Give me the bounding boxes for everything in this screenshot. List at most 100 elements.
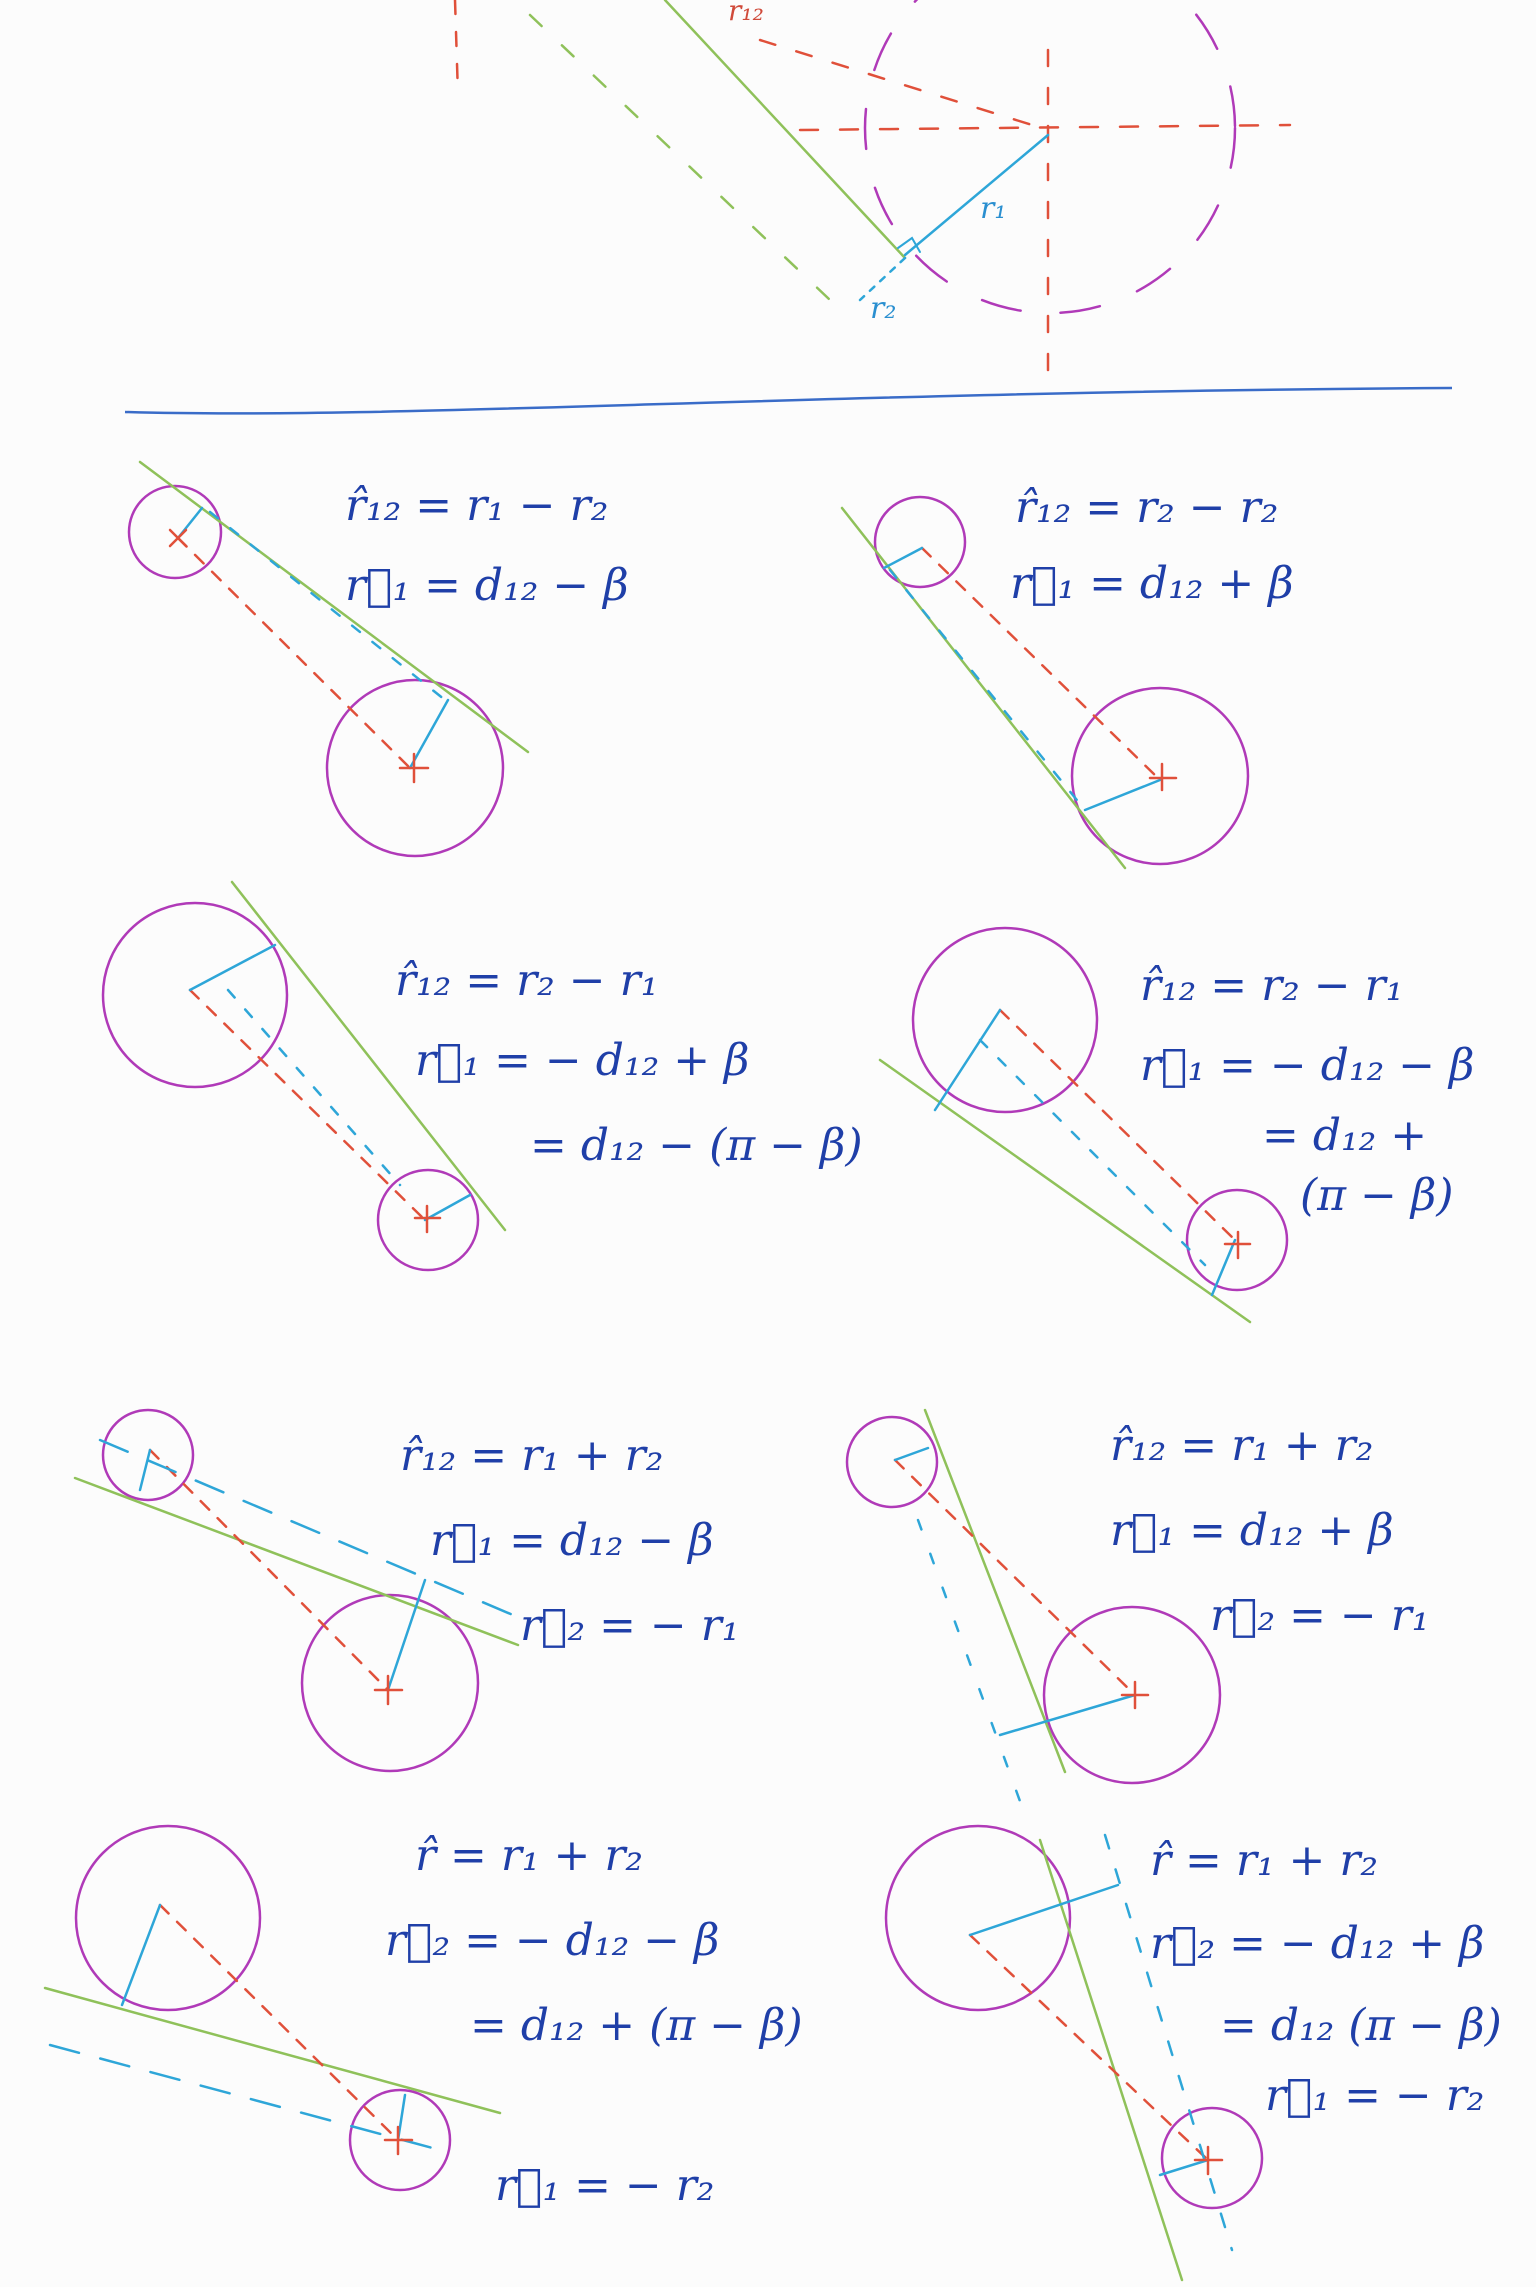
eq-line: r⃗₂ = − d₁₂ + β bbox=[1150, 1918, 1485, 1969]
radius-line bbox=[1083, 778, 1162, 812]
center-line bbox=[968, 1933, 1210, 2162]
eq-line: = d₁₂ + (π − β) bbox=[470, 2000, 803, 2051]
tangent-line bbox=[230, 880, 507, 1232]
eq-line: = d₁₂ − (π − β) bbox=[530, 1120, 863, 1171]
center-line bbox=[920, 546, 1162, 782]
offset-line bbox=[888, 568, 1087, 812]
center-line bbox=[998, 1008, 1237, 1242]
radius-line bbox=[1210, 1238, 1237, 1297]
panel-1-diagram bbox=[127, 460, 530, 858]
tangent-line bbox=[1038, 1838, 1184, 2282]
panel-5-equations: r̂₁₂ = r₁ + r₂ r⃗₁ = d₁₂ − β r⃗₂ = − r₁ bbox=[400, 1430, 739, 1651]
tangent-line bbox=[43, 1986, 502, 2115]
eq-line: r⃗₂ = − r₁ bbox=[1210, 1590, 1429, 1641]
circle-small bbox=[376, 1168, 480, 1272]
eq-line: r̂ = r₁ + r₂ bbox=[1150, 1835, 1378, 1886]
center-line bbox=[158, 1903, 400, 2142]
center-mark bbox=[168, 528, 188, 548]
center-line bbox=[188, 988, 427, 1222]
panel-7-diagram bbox=[43, 1824, 502, 2192]
eq-line: r̂₁₂ = r₁ − r₂ bbox=[345, 480, 608, 531]
offset-line bbox=[226, 988, 402, 1187]
center-line bbox=[176, 536, 412, 770]
eq-line: r̂₁₂ = r₁ + r₂ bbox=[400, 1430, 663, 1481]
eq-line: r⃗₁ = − r₂ bbox=[1265, 2070, 1484, 2121]
tangent-line bbox=[923, 1408, 1067, 1774]
circle-large bbox=[884, 1824, 1072, 2012]
radius-line bbox=[893, 1446, 930, 1462]
dashed-circle bbox=[863, 0, 1237, 315]
center-line bbox=[893, 1458, 1137, 1697]
circle-large bbox=[74, 1824, 262, 2012]
radius-line bbox=[120, 1903, 162, 2007]
eq-line: r⃗₂ = − d₁₂ − β bbox=[385, 1915, 720, 1966]
panel-5-diagram bbox=[73, 1408, 522, 1773]
panel-7-equations: r̂ = r₁ + r₂ r⃗₂ = − d₁₂ − β = d₁₂ + (π … bbox=[385, 1830, 803, 2211]
right-angle-mark bbox=[897, 236, 921, 253]
radius-line bbox=[998, 1693, 1137, 1737]
panel-4-equations: r̂₁₂ = r₂ − r₁ r⃗₁ = − d₁₂ − β = d₁₂ + (… bbox=[1140, 960, 1475, 1221]
tangent-line bbox=[138, 460, 530, 754]
center-mark bbox=[398, 752, 430, 784]
eq-line: r̂₁₂ = r₁ + r₂ bbox=[1110, 1420, 1373, 1471]
tangent-line bbox=[840, 506, 1127, 870]
label-r2: r₂ bbox=[870, 291, 896, 326]
eq-line: r⃗₁ = d₁₂ − β bbox=[345, 560, 629, 611]
eq-line: r⃗₁ = − d₁₂ + β bbox=[415, 1035, 750, 1086]
eq-line: r⃗₁ = − r₂ bbox=[495, 2160, 714, 2211]
circle-small bbox=[1185, 1188, 1289, 1292]
radius-line bbox=[423, 1193, 472, 1222]
circle-large bbox=[1070, 686, 1250, 866]
tangent-line bbox=[73, 1476, 520, 1647]
center-line bbox=[148, 1448, 390, 1692]
tangent-line bbox=[663, 0, 907, 260]
tangent-line bbox=[878, 1058, 1252, 1324]
panel-6-equations: r̂₁₂ = r₁ + r₂ r⃗₁ = d₁₂ + β r⃗₂ = − r₁ bbox=[1110, 1420, 1429, 1641]
eq-line: r̂₁₂ = r₂ − r₂ bbox=[1015, 482, 1278, 533]
panel-8-diagram bbox=[884, 1824, 1264, 2282]
label-r1: r₁ bbox=[980, 191, 1006, 226]
radius-line bbox=[188, 943, 277, 992]
panel-8-equations: r̂ = r₁ + r₂ r⃗₂ = − d₁₂ + β = d₁₂ (π − … bbox=[1150, 1835, 1502, 2121]
panel-6-diagram bbox=[845, 1408, 1222, 1817]
offset-line bbox=[98, 1438, 522, 1620]
offset-line bbox=[48, 2043, 442, 2152]
center-mark bbox=[1148, 762, 1178, 792]
center-mark bbox=[413, 1204, 442, 1234]
radius-line bbox=[882, 546, 924, 570]
eq-line: r⃗₂ = − r₁ bbox=[520, 1600, 739, 1651]
center-mark bbox=[1223, 1230, 1252, 1260]
top-diagram bbox=[453, 0, 1292, 382]
eq-line: = d₁₂ + bbox=[1262, 1110, 1427, 1161]
eq-line: r̂ = r₁ + r₂ bbox=[415, 1830, 643, 1881]
center-mark bbox=[383, 2125, 414, 2156]
radius-line bbox=[903, 133, 1050, 257]
tangent-line-dashed bbox=[528, 13, 832, 302]
center-mark bbox=[1193, 2145, 1224, 2176]
eq-line: r⃗₁ = d₁₂ + β bbox=[1010, 558, 1294, 609]
radius-line-dashed bbox=[858, 256, 907, 302]
offset-line bbox=[916, 1518, 1027, 1817]
radius-line bbox=[138, 1448, 152, 1492]
offset-line bbox=[1103, 1833, 1234, 2252]
center-mark bbox=[373, 1674, 404, 1706]
circle-small bbox=[127, 484, 223, 580]
guide-line bbox=[798, 123, 1292, 132]
radius-line bbox=[408, 698, 450, 770]
circle-small bbox=[1160, 2106, 1264, 2210]
panel-2-equations: r̂₁₂ = r₂ − r₂ r⃗₁ = d₁₂ + β bbox=[1010, 482, 1294, 609]
eq-line: (π − β) bbox=[1300, 1170, 1454, 1221]
radius-line bbox=[968, 1883, 1120, 1937]
eq-line: r⃗₁ = d₁₂ − β bbox=[430, 1515, 714, 1566]
panel-4-diagram bbox=[878, 926, 1289, 1324]
radius-line bbox=[1158, 2158, 1210, 2177]
panel-2-diagram bbox=[840, 495, 1250, 870]
radius-line bbox=[933, 1008, 1002, 1112]
label-r12: r₁₂ bbox=[728, 0, 764, 27]
eq-line: r⃗₁ = − d₁₂ − β bbox=[1140, 1040, 1475, 1091]
circle-small bbox=[101, 1408, 195, 1502]
guide-line bbox=[453, 0, 460, 97]
panel-3-equations: r̂₁₂ = r₂ − r₁ r⃗₁ = − d₁₂ + β = d₁₂ − (… bbox=[395, 955, 863, 1171]
circle-large bbox=[325, 678, 505, 858]
